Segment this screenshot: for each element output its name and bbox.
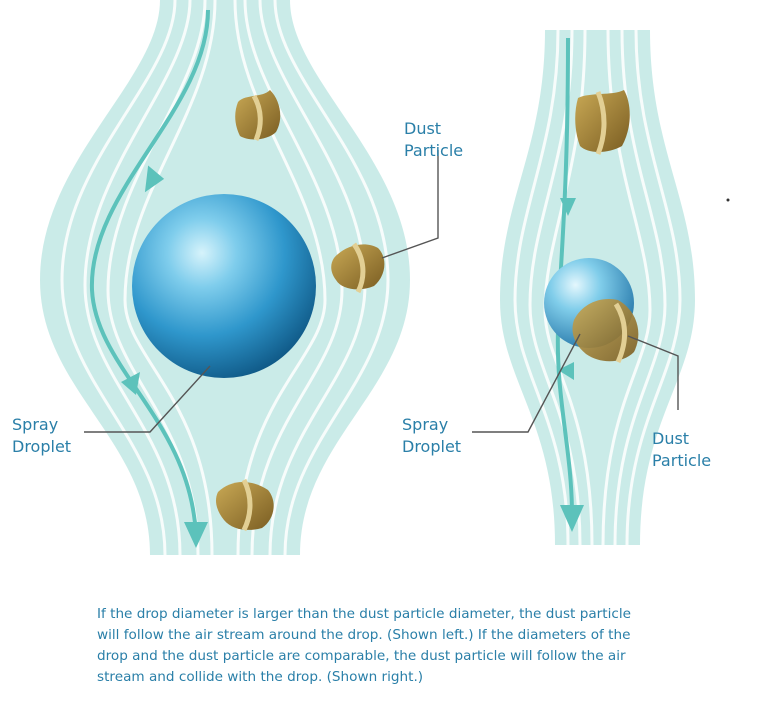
label-left-dust-particle: Dust Particle — [404, 118, 463, 162]
label-line: Particle — [652, 450, 711, 472]
label-line: Dust — [652, 428, 711, 450]
label-line: Particle — [404, 140, 463, 162]
caption-line: If the drop diameter is larger than the … — [97, 604, 773, 625]
caption-line: stream and collide with the drop. (Shown… — [97, 667, 773, 688]
diagram-canvas — [0, 0, 776, 600]
label-right-dust-particle: Dust Particle — [652, 428, 711, 472]
label-line: Spray — [12, 414, 71, 436]
left-spray-droplet — [132, 194, 316, 378]
caption-line: drop and the dust particle are comparabl… — [97, 646, 773, 667]
label-line: Spray — [402, 414, 461, 436]
figure-caption: If the drop diameter is larger than the … — [97, 604, 773, 688]
stray-dot — [727, 199, 730, 202]
label-line: Droplet — [402, 436, 461, 458]
label-line: Dust — [404, 118, 463, 140]
label-left-spray-droplet: Spray Droplet — [12, 414, 71, 458]
right-dust-particle-top — [575, 90, 630, 154]
label-right-spray-droplet: Spray Droplet — [402, 414, 461, 458]
caption-line: will follow the air stream around the dr… — [97, 625, 773, 646]
label-line: Droplet — [12, 436, 71, 458]
